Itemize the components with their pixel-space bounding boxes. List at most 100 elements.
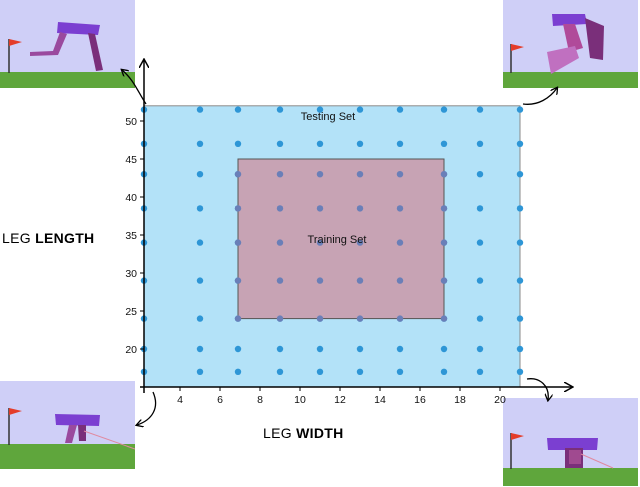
training-grid-point	[316, 171, 324, 178]
grid-point	[476, 315, 484, 322]
y-tick-label: 25	[125, 306, 137, 318]
training-grid-point	[276, 277, 284, 284]
grid-point	[196, 277, 204, 284]
grid-point	[476, 368, 484, 375]
grid-point	[396, 368, 404, 375]
training-grid-point	[234, 315, 242, 322]
grid-point	[316, 345, 324, 353]
y-tick-label: 20	[125, 344, 137, 356]
training-grid-point	[440, 315, 448, 322]
y-tick-label: 35	[125, 230, 137, 242]
grid-point	[196, 315, 204, 322]
grid-point	[516, 205, 524, 212]
grid-point	[516, 277, 524, 284]
y-tick-label: 50	[125, 116, 137, 128]
curved-arrow-top-right	[522, 88, 557, 105]
walker-thumbnail-bottom-left	[0, 381, 135, 469]
x-tick-label: 6	[217, 394, 223, 406]
training-set-region	[237, 158, 445, 320]
grid-point	[476, 171, 484, 178]
training-grid-point	[316, 205, 324, 212]
training-grid-point	[440, 205, 448, 212]
grid-point	[356, 345, 364, 353]
grid-point	[196, 368, 204, 375]
training-grid-point	[396, 205, 404, 212]
grid-point	[234, 106, 242, 113]
x-tick-label: 8	[257, 394, 263, 406]
grid-point	[516, 345, 524, 353]
training-grid-point	[396, 171, 404, 178]
grid-point	[316, 106, 324, 113]
grid-point	[276, 345, 284, 353]
grid-point	[196, 345, 204, 353]
x-tick-label: 10	[294, 394, 306, 406]
grid-point	[234, 140, 242, 147]
y-tick-label: 30	[125, 268, 137, 280]
y-axis-label: LEG LENGTH	[2, 230, 95, 246]
grid-point	[276, 368, 284, 375]
grid-point	[440, 368, 448, 375]
grid-point	[516, 315, 524, 322]
grid-point	[516, 368, 524, 375]
grid-point	[196, 171, 204, 178]
grid-point	[396, 140, 404, 147]
training-grid-point	[356, 205, 364, 212]
training-grid-point	[440, 239, 448, 246]
grid-point	[234, 368, 242, 375]
training-grid-point	[356, 277, 364, 284]
training-grid-point	[234, 205, 242, 212]
training-grid-point	[440, 171, 448, 178]
training-grid-point	[276, 315, 284, 322]
training-grid-point	[234, 239, 242, 246]
training-set-label: Training Set	[308, 234, 367, 246]
curved-arrow-bottom-right	[526, 378, 548, 400]
training-grid-point	[276, 171, 284, 178]
grid-point	[476, 106, 484, 113]
grid-point	[440, 345, 448, 353]
grid-point	[396, 106, 404, 113]
training-grid-point	[356, 315, 364, 322]
grid-point	[476, 277, 484, 284]
training-grid-point	[440, 277, 448, 284]
grid-point	[476, 239, 484, 246]
grid-point	[356, 368, 364, 375]
x-tick-label: 12	[334, 394, 346, 406]
training-grid-point	[276, 205, 284, 212]
grid-point	[276, 106, 284, 113]
grid-point	[196, 205, 204, 212]
grid-point	[196, 239, 204, 246]
training-grid-point	[356, 239, 364, 246]
training-grid-point	[276, 239, 284, 246]
grid-point	[516, 140, 524, 147]
grid-point	[196, 106, 204, 113]
training-grid-point	[316, 239, 324, 246]
testing-set-label: Testing Set	[301, 111, 355, 123]
training-grid-point	[356, 171, 364, 178]
training-grid-point	[396, 315, 404, 322]
walker-thumbnail-top-right	[503, 0, 638, 88]
x-tick-label: 14	[374, 394, 386, 406]
walker-thumbnail-bottom-right	[503, 398, 638, 486]
grid-point	[276, 140, 284, 147]
x-tick-label: 4	[177, 394, 183, 406]
x-axis-label: LEG WIDTH	[263, 425, 344, 441]
grid-point	[476, 140, 484, 147]
grid-point	[476, 205, 484, 212]
training-grid-point	[234, 171, 242, 178]
grid-point	[316, 368, 324, 375]
grid-point	[234, 345, 242, 353]
grid-point	[396, 345, 404, 353]
grid-point	[356, 140, 364, 147]
training-grid-point	[396, 239, 404, 246]
grid-point	[516, 106, 524, 113]
x-tick-label: 18	[454, 394, 466, 406]
grid-point	[516, 239, 524, 246]
grid-point	[196, 140, 204, 147]
training-grid-point	[316, 315, 324, 322]
curved-arrow-bottom-left	[137, 391, 157, 425]
curved-arrow-top-left	[122, 70, 147, 105]
x-tick-label: 16	[414, 394, 426, 406]
training-grid-point	[316, 277, 324, 284]
grid-point	[440, 140, 448, 147]
grid-point	[476, 345, 484, 353]
